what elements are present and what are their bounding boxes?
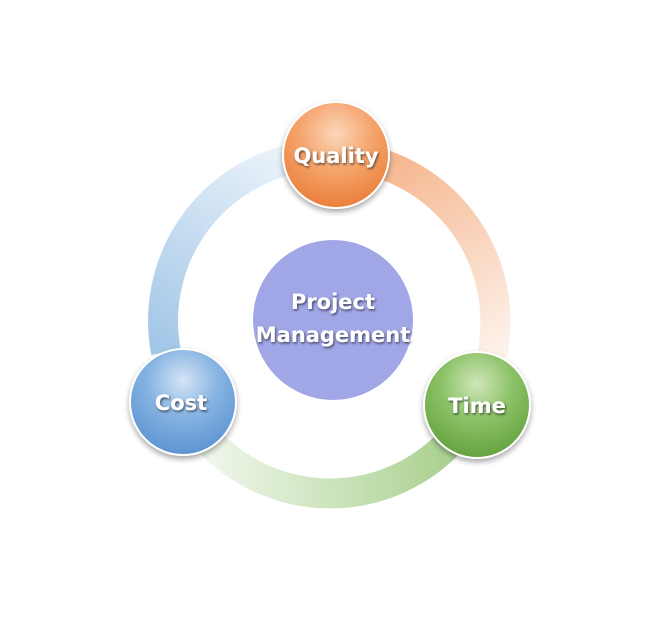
cost-label: Cost [155,391,207,415]
center-circle [253,240,413,400]
node-time: Time [423,351,531,459]
ring-arc-cost-to-quality [148,145,292,355]
center-label-line2: Management [256,323,411,347]
ring-arc-time-to-cost [196,429,464,509]
center-node: Project Management [253,240,413,400]
center-label-line1: Project [291,290,375,314]
time-sphere [423,351,531,459]
ring-arc-quality-to-time [379,150,511,359]
cost-sphere [129,348,237,456]
quality-sphere [282,101,390,209]
node-quality: Quality [282,101,390,209]
quality-label: Quality [293,144,378,168]
time-label: Time [448,394,506,418]
node-cost: Cost [129,348,237,456]
